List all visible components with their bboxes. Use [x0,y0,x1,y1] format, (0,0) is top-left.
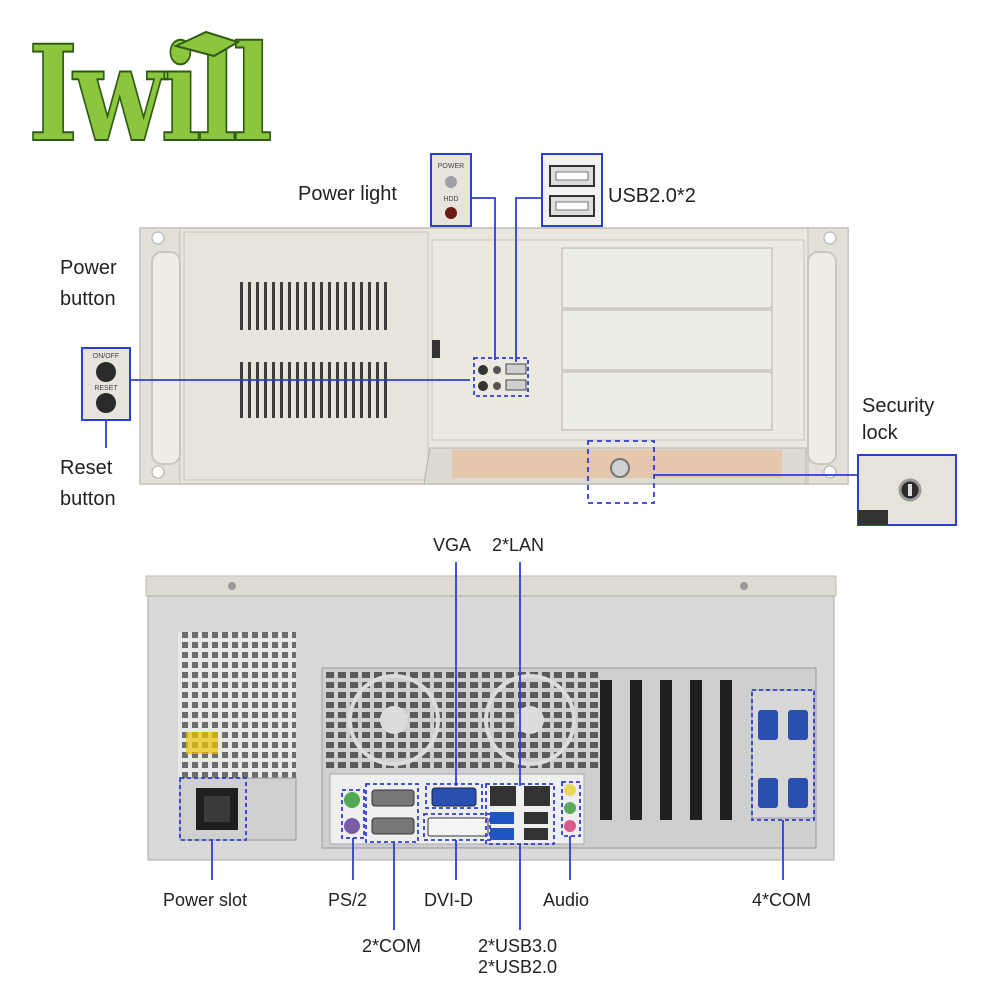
label-vga: VGA [433,535,472,555]
label-power-slot: Power slot [163,890,248,910]
mini-power-label: POWER [438,163,464,170]
label-reset-button-line2: button [60,488,116,510]
mini-hdd-label: HDD [443,196,458,203]
rear-chassis [145,575,837,861]
front-vent-slots [240,282,387,418]
label-usb2: 2*USB2.0 [478,957,558,977]
usb-inset [541,153,603,227]
security-lock-inset [857,454,957,526]
power-reset-inset: ON/OFF RESET [81,347,131,421]
iwill-logo: Iwill [27,22,276,152]
label-lan: 2*LAN [492,535,545,555]
front-callouts [105,197,858,504]
label-power-button-line2: button [60,288,116,310]
label-dvi-d: DVI-D [424,890,473,910]
label-security-lock-line1: Security [862,395,935,417]
label-power-light: Power light [298,183,397,205]
label-usb-front: USB2.0*2 [608,185,696,207]
label-ps2: PS/2 [328,890,368,910]
logo-leaf-icon [173,30,241,58]
rear-callouts [179,562,815,930]
front-chassis [139,227,849,485]
expansion-slots [600,680,732,820]
label-usb3: 2*USB3.0 [478,936,558,956]
label-security-lock-line2: lock [862,422,898,444]
label-power-button-line1: Power [60,257,117,279]
mini-reset-label: RESET [94,385,118,392]
label-2-com: 2*COM [362,936,422,956]
label-4-com: 4*COM [752,890,812,910]
power-light-inset: POWER HDD [430,153,472,227]
mini-onoff-label: ON/OFF [93,353,119,360]
label-audio: Audio [543,890,590,910]
label-reset-button-line1: Reset [60,457,113,479]
